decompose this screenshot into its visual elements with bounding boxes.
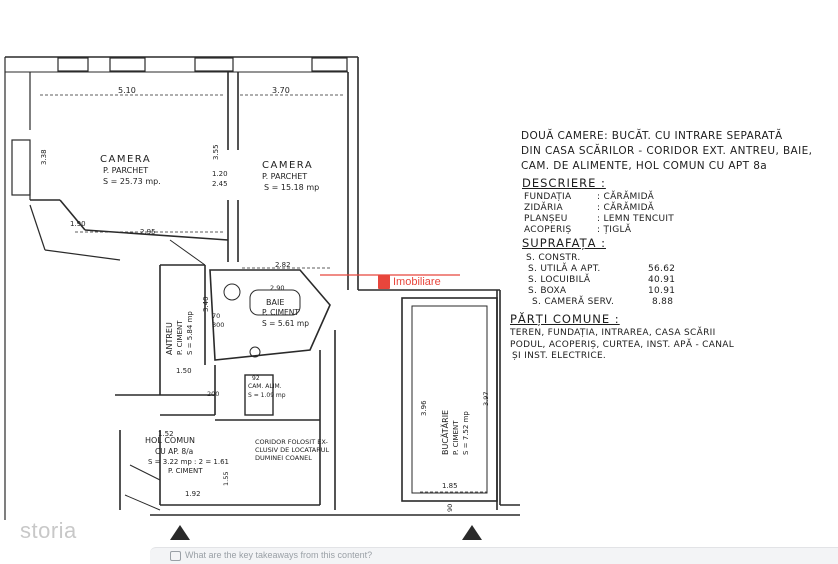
prompt-bar[interactable]: What are the key takeaways from this con… (150, 547, 838, 564)
suprafata-label-3: S. LOCUIBILĂ (528, 275, 591, 285)
dim-282: 2.82 (275, 261, 291, 269)
camera1-floor: P. PARCHET (103, 166, 148, 175)
toilet (249, 346, 261, 358)
suprafata-label-1: S. CONSTR. (526, 253, 581, 263)
suprafata-value-2: 56.62 (648, 264, 676, 274)
dim-355: 3.55 (212, 144, 220, 160)
suprafata-label-5: S. CAMERĂ SERV. (532, 297, 615, 307)
alimente-area: S = 1.09 mp (248, 392, 286, 399)
descriere-label-1: FUNDAȚIA (524, 192, 572, 202)
suprafata-value-4: 10.91 (648, 286, 676, 296)
suprafata-label-4: S. BOXA (528, 286, 567, 296)
camera1-name: CAMERA (100, 154, 151, 165)
watermark-text: Imobiliare (393, 276, 441, 288)
storage-room (244, 374, 274, 416)
dim-245: 2.45 (212, 180, 228, 188)
camera1-area: S = 25.73 mp. (103, 177, 161, 186)
notes-title-2: DIN CASA SCĂRILOR - CORIDOR EXT. ANTREU,… (521, 145, 813, 157)
parti-comune-line-2: PODUL, ACOPERIȘ, CURTEA, INST. APĂ - CAN… (510, 340, 735, 350)
dim-300: 300 (212, 321, 224, 329)
hol-floor: P. CIMENT (168, 467, 203, 475)
dim-396: 3.96 (420, 400, 428, 416)
suprafata-value-3: 40.91 (648, 275, 676, 285)
hol-area: S = 3.22 mp : 2 = 1.61 (148, 458, 229, 466)
parti-comune-line-1: TEREN, FUNDAȚIA, INTRAREA, CASA SCĂRII (510, 328, 716, 338)
baie-area: S = 5.61 mp (262, 319, 309, 328)
bucatarie-name: BUCĂTĂRIE (439, 410, 450, 455)
window-3 (194, 57, 234, 72)
descriere-value-2: : CĂRĂMIDĂ (597, 203, 655, 213)
prompt-text[interactable]: What are the key takeaways from this con… (185, 550, 373, 560)
suprafata-label-2: S. UTILĂ A APT. (528, 264, 601, 274)
bathroom-outline (209, 269, 331, 361)
dim-510: 5.10 (118, 86, 136, 95)
parti-comune-heading: PĂRȚI COMUNE : (510, 312, 620, 326)
baie-name: BAIE (266, 298, 284, 307)
descriere-value-1: : CĂRĂMIDĂ (597, 192, 655, 202)
kitchen-inner (411, 305, 488, 494)
alimente-name: CAM. ALIM. (248, 383, 282, 390)
suprafata-heading: SUPRAFAȚA : (522, 236, 606, 250)
storia-logo: storia (20, 518, 77, 543)
notes-title-1: DOUĂ CAMERE: BUCĂT. CU INTRARE SEPARATĂ (521, 130, 783, 142)
antreu-name: ANTREU (165, 322, 174, 355)
window-left (11, 139, 31, 196)
dim-192: 1.92 (185, 490, 201, 498)
bucatarie-area: S = 7.52 mp (462, 411, 470, 455)
dim-370: 3.70 (272, 86, 290, 95)
baie-floor: P. CIMENT (262, 308, 299, 317)
parti-comune-line-3: ȘI INST. ELECTRICE. (512, 351, 607, 361)
descriere-label-4: ACOPERIȘ (524, 225, 572, 235)
window-2 (109, 57, 146, 72)
dim-397: 3.97 (482, 392, 490, 406)
dim-70: 70 (212, 312, 220, 320)
dim-90: 90 (446, 504, 454, 512)
descriere-label-3: PLANȘEU (524, 214, 568, 224)
descriere-value-3: : LEMN TENCUIT (597, 214, 675, 224)
dim-338: 3.38 (40, 149, 48, 165)
sink (223, 283, 241, 301)
dim-290: 2.90 (270, 284, 284, 292)
descriere-value-4: : ȚIGLĂ (597, 225, 632, 235)
antreu-area: S = 5.84 mp (186, 311, 194, 355)
coridor-line-1: CORIDOR FOLOSIT EX- (255, 438, 328, 446)
antreu-floor: P. CIMENT (176, 320, 184, 355)
dim-155: 1.55 (222, 472, 230, 486)
dim-340: 3.40 (202, 296, 210, 312)
notes-title-3: CAM. DE ALIMENTE, HOL COMUN CU APT 8a (521, 160, 768, 172)
house-icon (378, 275, 390, 289)
dim-150: 1.50 (176, 367, 192, 375)
descriere-heading: DESCRIERE : (522, 176, 606, 190)
coridor-line-3: DUMINEI COANEL (255, 454, 312, 462)
dim-152: 1.52 (158, 430, 174, 438)
camera2-floor: P. PARCHET (262, 172, 307, 181)
bucatarie-floor: P. CIMENT (452, 420, 460, 455)
chat-icon (170, 551, 181, 561)
camera2-name: CAMERA (262, 160, 313, 171)
window-1 (57, 57, 89, 72)
window-4 (311, 57, 348, 72)
dim-120: 1.20 (212, 170, 228, 178)
hol-name: HOL COMUN (145, 436, 195, 445)
dim-185: 1.85 (442, 482, 458, 490)
dim-190: 1.90 (70, 220, 86, 228)
suprafata-value-5: 8.88 (652, 297, 674, 307)
hol-sub: CU AP. 8/a (155, 447, 193, 456)
descriere-label-2: ZIDĂRIA (524, 203, 563, 213)
camera2-area: S = 15.18 mp (264, 183, 319, 192)
coridor-line-2: CLUSIV DE LOCATARUL (255, 446, 330, 454)
dim-200: 200 (207, 390, 219, 398)
dim-295: 2.95 (140, 228, 156, 236)
imobiliare-watermark: Imobiliare (378, 275, 441, 289)
dim-92: 92 (252, 375, 260, 382)
bathtub (249, 289, 301, 316)
